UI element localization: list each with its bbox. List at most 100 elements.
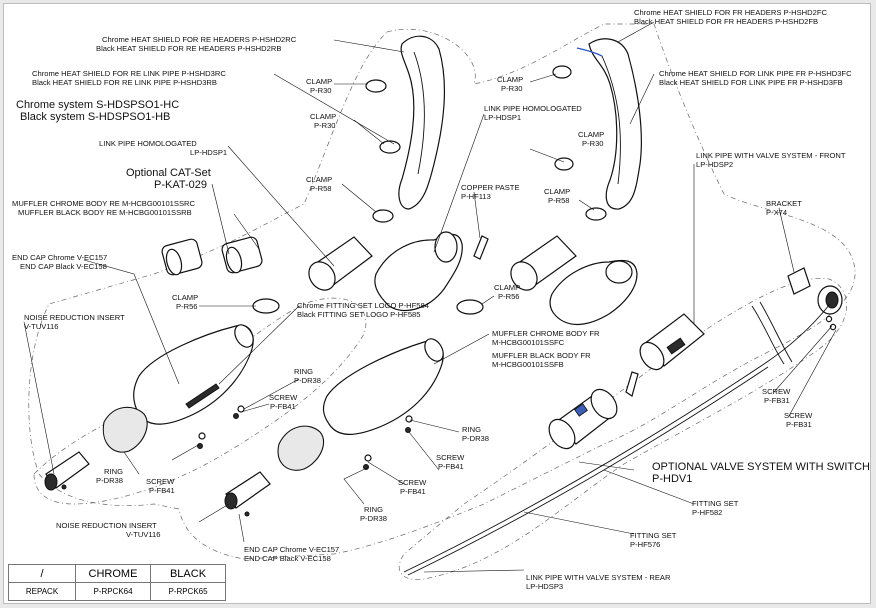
label-cat-set-code: P-KAT-029	[154, 179, 207, 191]
label-system-chrome: Chrome system S-HDSPSO1-HC	[16, 99, 179, 111]
clamp-r30-c	[552, 65, 572, 79]
label-lp-valve-rear-code: LP-HDSP3	[526, 582, 563, 591]
label-system-black: Black system S-HDSPSO1-HB	[20, 111, 170, 123]
label-lp-valve-front: LINK PIPE WITH VALVE SYSTEM - FRONT	[696, 151, 846, 160]
valve-front-unit	[639, 313, 705, 371]
table-cell-chrome-code: P-RPCK64	[75, 582, 151, 601]
clamp-r58-b	[585, 207, 607, 221]
label-muffler-re-black: MUFFLER BLACK BODY RE M-HCBG00101SSRB	[18, 208, 192, 217]
label-hshd3rb: Black HEAT SHIELD FOR RE LINK PIPE P-HSH…	[32, 78, 217, 87]
label-clamp-r56b: CLAMP	[494, 283, 520, 292]
label-clamp-r30b: CLAMP	[310, 112, 336, 121]
label-cat-set: Optional CAT-Set	[126, 167, 211, 179]
label-screw-d: SCREW	[398, 478, 427, 487]
rear-muffler-logo-plate	[185, 383, 220, 409]
label-clamp-r30a-code: P-R30	[310, 86, 332, 95]
label-ring-a-code: P-DR38	[294, 376, 321, 385]
label-ring-d-code: P-DR38	[360, 514, 387, 523]
heat-shield-fr-blue-wire	[576, 47, 603, 57]
label-ring-c-code: P-DR38	[96, 476, 123, 485]
rear-noise-reduction-insert	[44, 451, 90, 491]
label-endcap-l-chrome: END CAP Chrome V-EC157	[12, 253, 107, 262]
label-muffler-fr-chrome-code: M-HCBG00101SSFC	[492, 338, 565, 347]
clamp-r56-a	[252, 298, 280, 314]
label-optional-valve: OPTIONAL VALVE SYSTEM WITH SWITCH	[652, 461, 870, 473]
repack-table: / CHROME BLACK REPACK P-RPCK64 P-RPCK65	[8, 564, 226, 601]
rear-end-cap	[102, 406, 148, 453]
valve-cable-2	[407, 366, 769, 576]
label-screw-b-code: P-FB41	[438, 462, 464, 471]
label-fitting-logo-black: Black FITTING SET LOGO P-HF585	[297, 310, 421, 319]
label-lp-valve-front-code: LP-HDSP2	[696, 160, 733, 169]
label-muffler-fr-black-code: M-HCBG00101SSFB	[492, 360, 564, 369]
label-hshd3rc: Chrome HEAT SHIELD FOR RE LINK PIPE P-HS…	[32, 69, 226, 78]
label-screw-d-code: P-FB41	[400, 487, 426, 496]
label-screw-fb31b-code: P-FB31	[786, 420, 812, 429]
label-nri-bottom-code: V-TUV116	[126, 530, 160, 539]
label-ring-b-code: P-DR38	[462, 434, 489, 443]
label-ring-c: RING	[104, 467, 123, 476]
label-copper-paste-code: P-HF113	[461, 192, 491, 201]
label-bracket: BRACKET	[766, 199, 802, 208]
label-muffler-re-chrome: MUFFLER CHROME BODY RE M-HCBG00101SSRC	[12, 199, 196, 208]
leader-lines	[23, 21, 837, 573]
label-hshd3fc: Chrome HEAT SHIELD FOR LINK PIPE FR P-HS…	[659, 69, 852, 78]
label-nri-left-code: V-TUV116	[24, 322, 58, 331]
table-header-slash: /	[8, 564, 76, 583]
table-header-black: BLACK	[150, 564, 226, 583]
label-hshd2rb: Black HEAT SHIELD FOR RE HEADERS P-HSHD2…	[96, 44, 281, 53]
valve-cable-bracket-wires	[751, 301, 793, 365]
label-clamp-r56a: CLAMP	[172, 293, 198, 302]
label-clamp-r30c: CLAMP	[497, 75, 523, 84]
label-clamp-r30d: CLAMP	[578, 130, 604, 139]
label-bracket-code: P-X74	[766, 208, 787, 217]
label-screw-a: SCREW	[269, 393, 298, 402]
diagram-sheet: Chrome HEAT SHIELD FOR FR HEADERS P-HSHD…	[3, 3, 871, 604]
bracket	[787, 267, 811, 295]
valve-servo-switch	[817, 285, 843, 315]
label-screw-b: SCREW	[436, 453, 465, 462]
label-fitting-582: FITTING SET	[692, 499, 739, 508]
valve-small-shield	[625, 371, 639, 397]
label-fitting-576-code: P-HF576	[630, 540, 660, 549]
label-clamp-r58b-code: P-R58	[548, 196, 570, 205]
label-endcap-b-chrome: END CAP Chrome V-EC157	[244, 545, 339, 554]
label-clamp-r30b-code: P-R30	[314, 121, 336, 130]
label-clamp-r30c-code: P-R30	[501, 84, 523, 93]
label-screw-fb31a-code: P-FB31	[764, 396, 790, 405]
link-pipe-rear-end	[434, 231, 458, 263]
heat-shield-re-header	[398, 35, 446, 210]
front-noise-reduction-insert	[224, 471, 271, 510]
exploded-parts-diagram: Chrome HEAT SHIELD FOR FR HEADERS P-HSHD…	[12, 8, 870, 591]
label-muffler-fr-black: MUFFLER BLACK BODY FR	[492, 351, 591, 360]
copper-paste-tube	[473, 235, 489, 260]
label-screw-fb31a: SCREW	[762, 387, 791, 396]
table-row: REPACK P-RPCK64 P-RPCK65	[8, 582, 226, 601]
label-ring-a: RING	[294, 367, 313, 376]
label-lp-valve-rear: LINK PIPE WITH VALVE SYSTEM - REAR	[526, 573, 671, 582]
label-clamp-r58a-code: P-R58	[310, 184, 332, 193]
label-clamp-r56a-code: P-R56	[176, 302, 198, 311]
label-copper-paste: COPPER PASTE	[461, 183, 520, 192]
label-linkpipe-homologated-l-code: LP-HDSP1	[190, 148, 227, 157]
heat-shield-re-header-seam	[413, 51, 425, 175]
cat-set-sleeves	[161, 236, 263, 276]
label-fitting-582-code: P-HF582	[692, 508, 722, 517]
heat-shield-fr-header-seam	[601, 55, 621, 185]
label-screw-c-code: P-FB41	[149, 486, 175, 495]
label-hshd3fb: Black HEAT SHIELD FOR LINK PIPE FR P-HSH…	[659, 78, 843, 87]
label-hshd2fc: Chrome HEAT SHIELD FOR FR HEADERS P-HSHD…	[634, 8, 827, 17]
label-clamp-r30a: CLAMP	[306, 77, 332, 86]
label-linkpipe-homologated-r: LINK PIPE HOMOLOGATED	[484, 104, 582, 113]
label-ring-b: RING	[462, 425, 481, 434]
label-endcap-l-black: END CAP Black V-EC158	[20, 262, 107, 271]
label-linkpipe-homologated-r-code: LP-HDSP1	[484, 113, 521, 122]
label-optional-valve-code: P-HDV1	[652, 473, 692, 485]
table-cell-black-code: P-RPCK65	[150, 582, 226, 601]
clamp-r30-b	[379, 140, 401, 154]
label-nri-left: NOISE REDUCTION INSERT	[24, 313, 125, 322]
front-group-outline	[28, 23, 856, 560]
table-row: / CHROME BLACK	[8, 564, 226, 583]
label-clamp-r56b-code: P-R56	[498, 292, 520, 301]
label-screw-c: SCREW	[146, 477, 175, 486]
